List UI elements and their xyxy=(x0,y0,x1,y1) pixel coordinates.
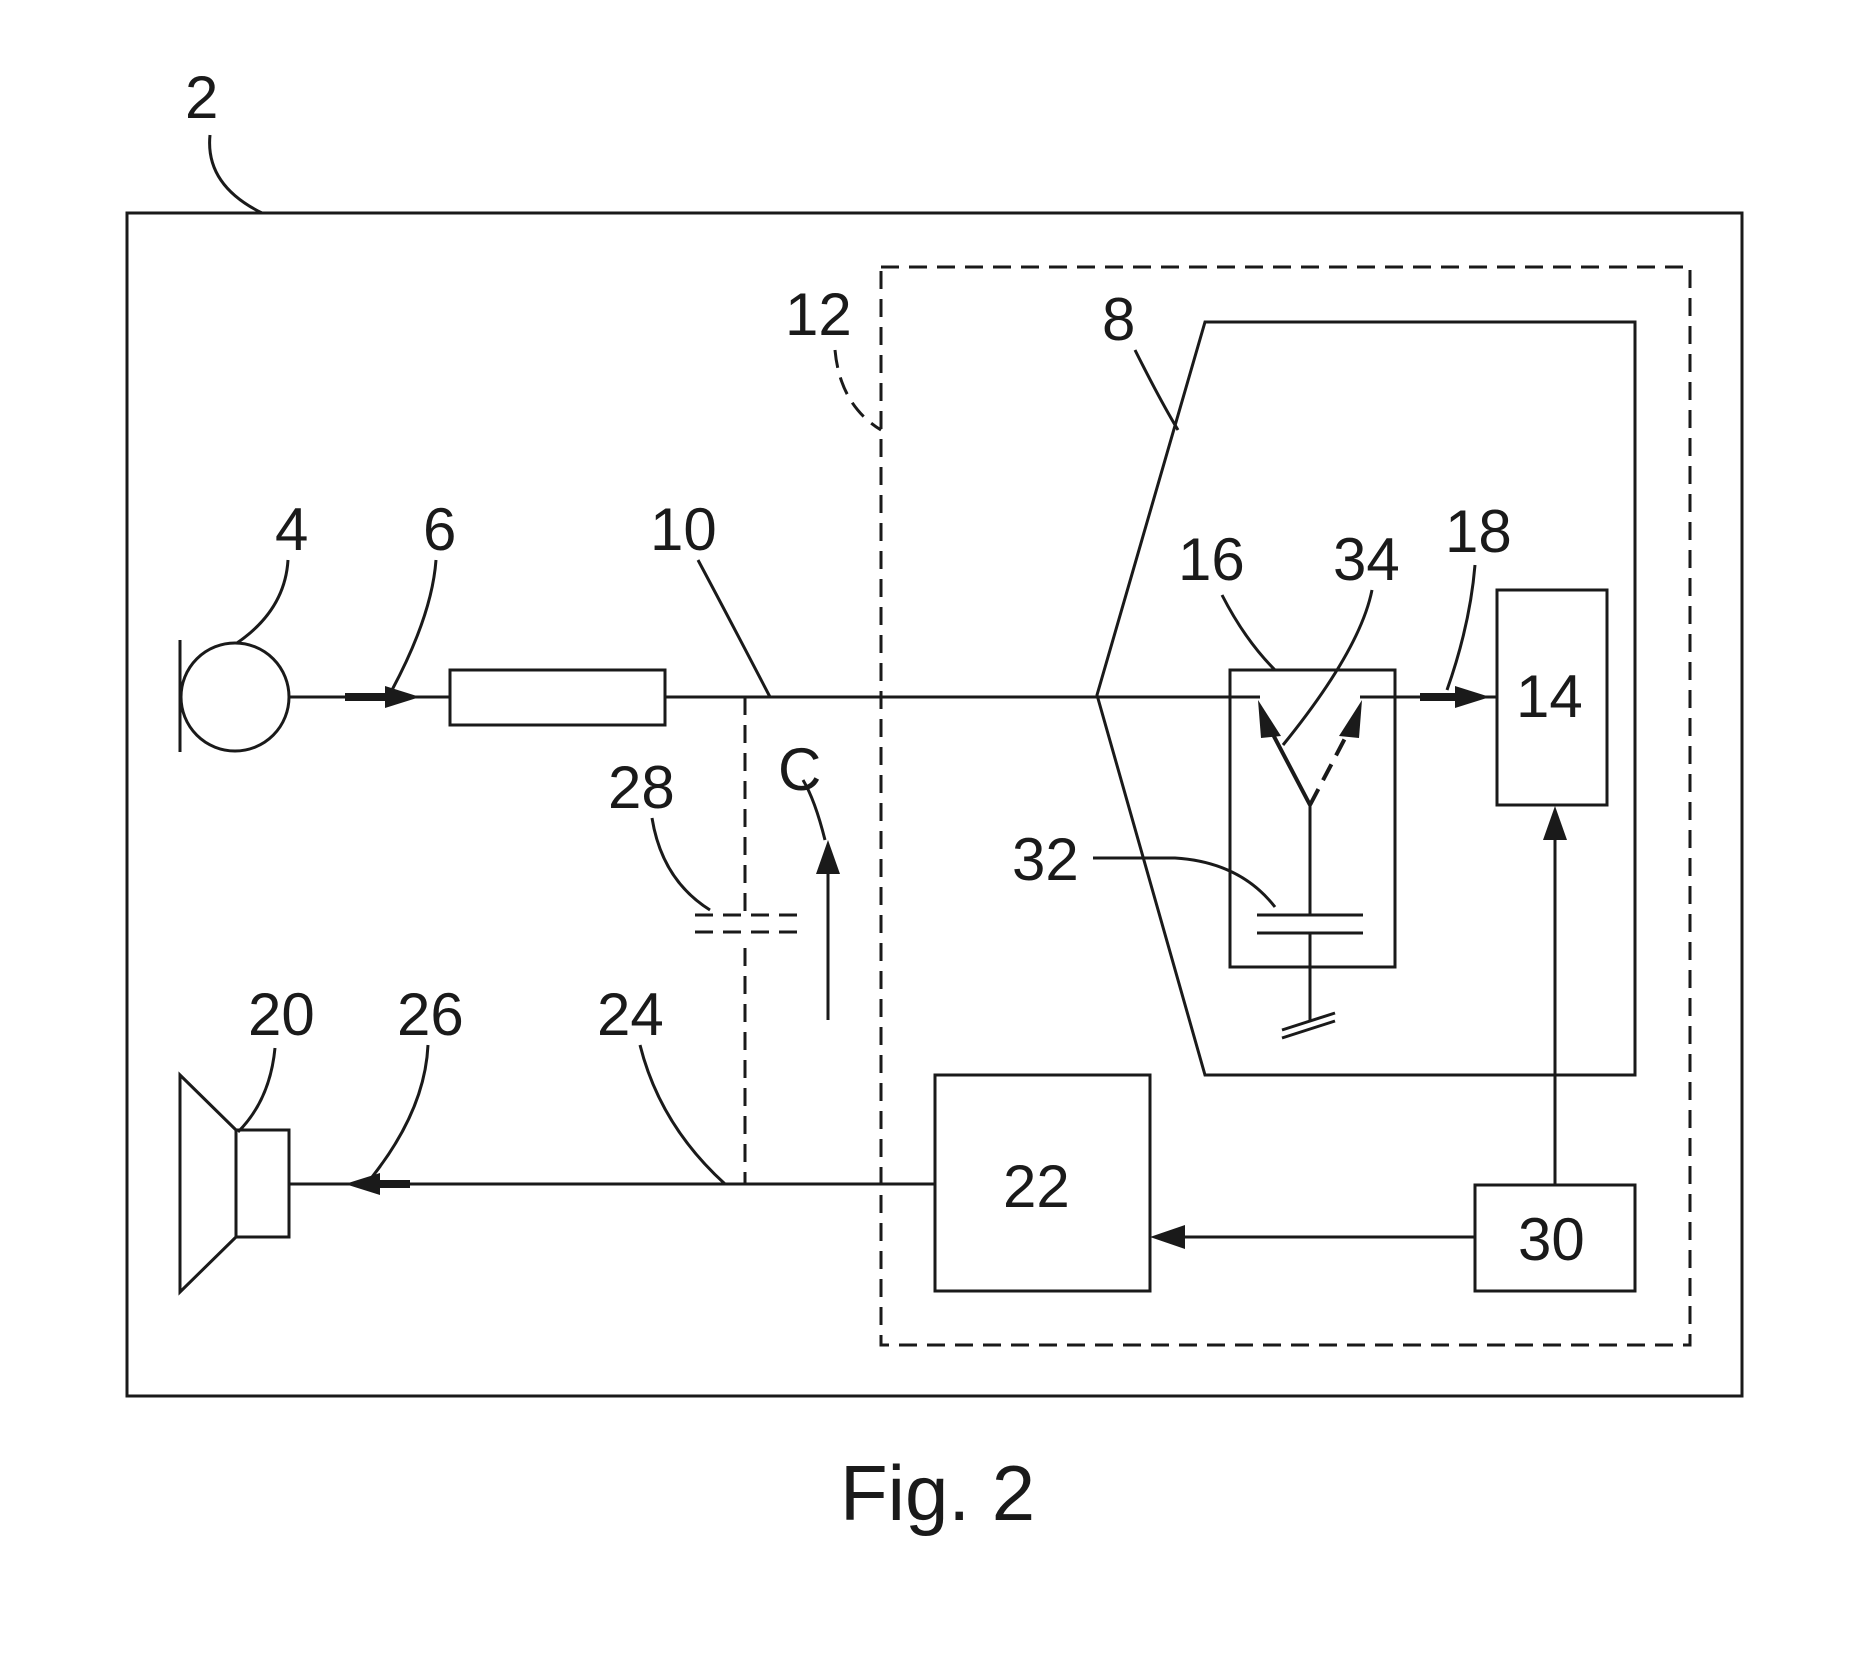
feedback-c-leader xyxy=(801,779,827,841)
label-device: 2 xyxy=(185,64,218,131)
label-capacitor: 32 xyxy=(1012,826,1079,893)
signal18-leader xyxy=(1445,564,1477,691)
ground-line-2 xyxy=(1281,1019,1336,1040)
capacitor-leader xyxy=(1093,856,1277,908)
dashed-region-leader xyxy=(833,349,882,432)
ground-line-1 xyxy=(1281,1011,1336,1032)
feedback-c-head xyxy=(816,840,840,874)
label-coupling: 28 xyxy=(608,754,675,821)
label-microphone: 4 xyxy=(275,496,308,563)
switch-arm-dashed-head xyxy=(1339,700,1362,738)
speaker-cone xyxy=(178,1071,238,1296)
speaker-arrow-head xyxy=(345,1173,380,1195)
processor-block-8 xyxy=(1095,320,1637,1077)
label-switch-arm: 34 xyxy=(1333,526,1400,593)
label-block-14: 14 xyxy=(1516,663,1583,730)
speaker-magnet xyxy=(234,1128,291,1239)
microphone-leader xyxy=(236,559,290,645)
switch-arm-solid xyxy=(1266,724,1312,806)
coupling-leader xyxy=(650,817,711,912)
label-block-30: 30 xyxy=(1518,1206,1585,1273)
dashed-region-12 xyxy=(879,265,1692,1347)
label-input-line: 10 xyxy=(650,496,717,563)
device-leader xyxy=(208,134,263,215)
filter-block xyxy=(448,668,667,727)
block30-to-block14-head xyxy=(1543,806,1567,840)
label-mic-signal: 6 xyxy=(423,496,456,563)
label-block-22: 22 xyxy=(1003,1153,1070,1220)
input-line-leader xyxy=(696,559,772,698)
label-processor-block: 8 xyxy=(1102,286,1135,353)
switch-arm-dashed xyxy=(1308,724,1354,806)
processor-block-leader xyxy=(1133,349,1180,431)
label-feedback-c: C xyxy=(778,736,821,803)
block30-to-block22-head xyxy=(1150,1225,1185,1249)
switch-arm-solid-head xyxy=(1258,700,1281,738)
speaker-signal-leader xyxy=(370,1044,430,1178)
microphone-icon xyxy=(179,641,291,753)
figure-caption: Fig. 2 xyxy=(840,1449,1035,1537)
label-speaker-signal: 26 xyxy=(397,981,464,1048)
label-switch-block: 16 xyxy=(1178,526,1245,593)
switch-arm-leader xyxy=(1281,589,1374,746)
label-speaker: 20 xyxy=(248,981,315,1048)
device-frame xyxy=(125,211,1744,1398)
switch-block-leader xyxy=(1220,594,1277,672)
mic-arrow-head xyxy=(385,686,420,708)
switch-block-16 xyxy=(1228,668,1397,969)
label-signal-18: 18 xyxy=(1445,498,1512,565)
mic-signal-leader xyxy=(390,559,438,691)
label-output-line: 24 xyxy=(597,981,664,1048)
block-14 xyxy=(1495,588,1609,807)
label-dashed-region: 12 xyxy=(785,281,852,348)
speaker-leader xyxy=(236,1047,277,1134)
signal18-arrow-head xyxy=(1455,686,1490,708)
output-line-leader xyxy=(638,1044,727,1186)
